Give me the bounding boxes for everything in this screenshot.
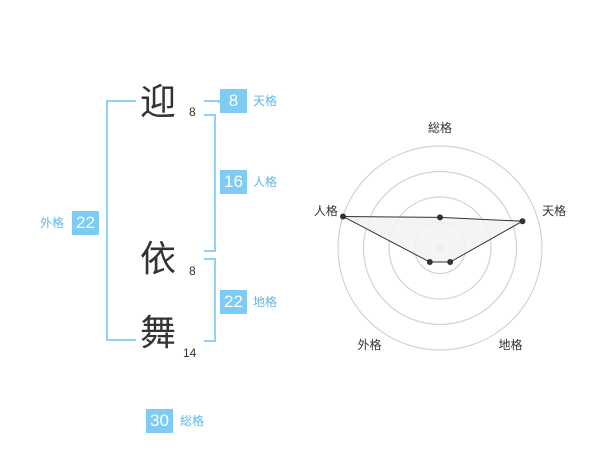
radar-axis-label-5: 人格	[314, 203, 338, 218]
radar-axis-label-3: 地格	[499, 337, 523, 352]
tenkaku-label: 天格	[253, 94, 278, 108]
radar-axis-label-1: 総格	[428, 120, 452, 135]
stroke-count-3: 14	[183, 346, 197, 360]
tenkaku-value-badge: 8	[220, 89, 247, 113]
name-char-1: 迎	[140, 82, 177, 123]
radar-axis-label-2: 天格	[542, 203, 566, 218]
gaikaku-value-badge: 22	[72, 211, 99, 235]
chikaku-bracket	[204, 258, 216, 342]
radar-grid-ring	[363, 171, 517, 325]
gaikaku-label: 外格	[40, 216, 65, 230]
radar-series-polygon	[342, 215, 525, 263]
jinkaku-bracket	[204, 114, 216, 252]
name-char-2: 依	[140, 239, 177, 280]
radar-point-3	[447, 259, 454, 266]
radar-point-1	[437, 214, 443, 221]
tenkaku-bracket	[204, 100, 220, 103]
radar-grid-ring	[337, 145, 543, 351]
jinkaku-value-badge: 16	[220, 170, 247, 194]
gaikaku-bracket	[106, 100, 136, 341]
radar-point-4	[426, 259, 433, 266]
radar-axis-label-4: 外格	[357, 337, 381, 352]
chikaku-label: 地格	[253, 295, 278, 309]
soukaku-value-badge: 30	[146, 409, 173, 433]
stroke-count-2: 8	[189, 264, 196, 278]
chikaku-value-badge: 22	[220, 290, 247, 314]
soukaku-label: 総格	[180, 414, 205, 428]
radar-point-2	[519, 218, 526, 225]
name-char-3: 舞	[140, 313, 177, 354]
radar-point-5	[339, 213, 346, 220]
radar-grid-ring	[388, 196, 492, 300]
stroke-count-1: 8	[189, 105, 196, 119]
jinkaku-label: 人格	[253, 175, 278, 189]
